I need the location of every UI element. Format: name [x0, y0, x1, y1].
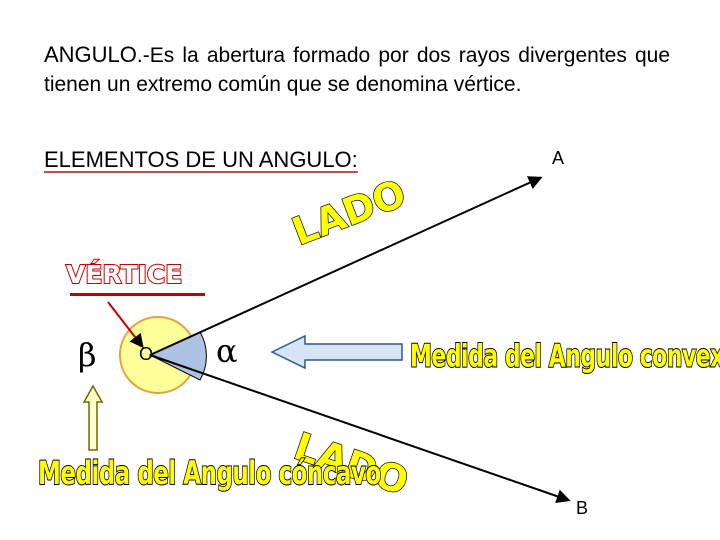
beta-symbol: β: [78, 336, 97, 374]
alpha-symbol: α: [216, 332, 238, 370]
concave-block-arrow: [82, 384, 104, 451]
convex-block-arrow: [270, 334, 403, 370]
vertex-label-underline: [70, 293, 205, 296]
definition-text: .-Es la abertura formado por dos rayos d…: [44, 44, 670, 96]
point-a-label: A: [552, 148, 565, 168]
ray-ob: [149, 354, 571, 503]
concave-angle-label: Medida del Angulo cóncavo: [37, 455, 382, 493]
point-b-label: B: [576, 498, 589, 518]
angle-definition: ANGULO.-Es la abertura formado por dos r…: [44, 40, 670, 99]
ray-oa: [149, 176, 543, 356]
definition-term: ANGULO: [44, 42, 137, 67]
elements-heading: ELEMENTOS DE UN ANGULO:: [44, 147, 358, 172]
vertex-pointer-arrow: [107, 301, 144, 349]
point-o-label: O: [139, 344, 154, 364]
vertex-label: VÉRTICE: [65, 259, 183, 290]
convex-angle-label: Medida del Angulo convexo: [409, 339, 720, 376]
